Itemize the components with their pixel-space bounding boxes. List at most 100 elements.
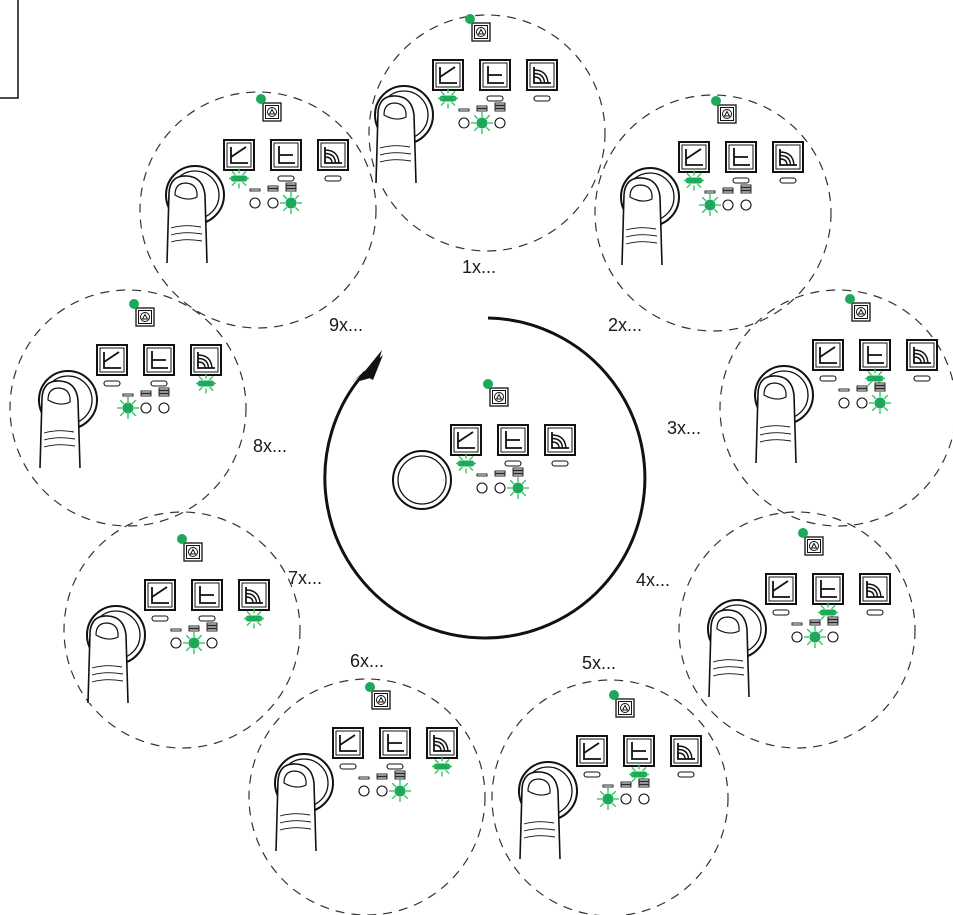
level-led — [159, 403, 169, 413]
level-led — [828, 632, 838, 642]
step-label-5: 5x... — [582, 653, 616, 673]
level-2-icon — [268, 186, 278, 208]
mode-led — [780, 178, 796, 183]
proportional-pressure-curve-icon — [224, 140, 254, 189]
constant-speed-curve-icon — [671, 736, 701, 777]
finger-press-icon — [520, 772, 560, 859]
finger-press-icon — [376, 96, 416, 183]
pump-led — [465, 14, 475, 24]
level-led — [705, 200, 715, 210]
proportional-pressure-curve-icon — [333, 728, 363, 769]
level-1-icon — [250, 189, 260, 208]
constant-speed-curve-icon — [318, 140, 348, 181]
mode-led — [552, 461, 568, 466]
step-3-dashed-circle — [720, 290, 953, 526]
press-button-icon — [393, 451, 451, 509]
proportional-pressure-curve-icon — [813, 340, 843, 381]
step-label-6: 6x... — [350, 651, 384, 671]
constant-speed-curve-icon — [239, 580, 269, 629]
mode-led — [867, 610, 883, 615]
proportional-pressure-curve-icon — [451, 425, 481, 474]
level-led — [839, 398, 849, 408]
pump-led — [609, 690, 619, 700]
mode-led — [487, 96, 503, 101]
mode-led — [914, 376, 930, 381]
frame-corner — [0, 0, 18, 98]
level-2-icon — [183, 626, 205, 654]
level-led — [171, 638, 181, 648]
constant-speed-curve-icon — [527, 60, 557, 101]
pump-icon — [263, 103, 281, 121]
control-panel — [708, 528, 890, 697]
level-1-icon — [117, 394, 139, 419]
level-2-icon — [495, 471, 505, 493]
mode-led — [152, 616, 168, 621]
pump-icon — [184, 543, 202, 561]
mode-led — [733, 178, 749, 183]
constant-pressure-curve-icon — [144, 345, 174, 386]
control-panel — [275, 682, 457, 851]
level-led — [141, 403, 151, 413]
level-2-icon — [621, 782, 631, 804]
level-3-icon — [280, 183, 302, 214]
finger-press-icon — [622, 178, 662, 265]
level-led — [603, 794, 613, 804]
constant-pressure-curve-icon — [498, 425, 528, 466]
level-led — [395, 786, 405, 796]
mode-led — [773, 610, 789, 615]
level-1-icon — [477, 474, 487, 493]
constant-speed-curve-icon — [191, 345, 221, 394]
level-1-icon — [699, 191, 721, 216]
level-3-icon — [741, 185, 751, 210]
mode-led — [584, 772, 600, 777]
level-2-icon — [804, 620, 826, 648]
pump-icon — [372, 691, 390, 709]
mode-led — [534, 96, 550, 101]
constant-speed-curve-icon — [427, 728, 457, 777]
level-led — [875, 398, 885, 408]
step-label-2: 2x... — [608, 315, 642, 335]
level-led — [810, 632, 820, 642]
constant-pressure-curve-icon — [813, 574, 843, 623]
level-1-icon — [597, 785, 619, 810]
level-3-icon — [639, 779, 649, 804]
level-led — [857, 398, 867, 408]
constant-speed-curve-icon — [907, 340, 937, 381]
step-label-8: 8x... — [253, 436, 287, 456]
level-led — [741, 200, 751, 210]
pump-icon — [852, 303, 870, 321]
pump-led — [483, 379, 493, 389]
level-1-icon — [792, 623, 802, 642]
level-3-icon — [495, 103, 505, 128]
mode-led — [151, 381, 167, 386]
level-led — [207, 638, 217, 648]
pump-icon — [472, 23, 490, 41]
constant-pressure-curve-icon — [380, 728, 410, 769]
level-led — [286, 198, 296, 208]
constant-pressure-curve-icon — [192, 580, 222, 621]
control-panel — [519, 690, 701, 859]
pump-led — [129, 299, 139, 309]
pump-led — [256, 94, 266, 104]
finger-press-icon — [276, 764, 316, 851]
step-panels — [10, 14, 953, 915]
pump-icon — [805, 537, 823, 555]
control-panel — [755, 294, 937, 463]
level-led — [359, 786, 369, 796]
constant-pressure-curve-icon — [624, 736, 654, 785]
step-label-1: 1x... — [462, 257, 496, 277]
level-3-icon — [828, 617, 838, 642]
pump-icon — [718, 105, 736, 123]
step-label-7: 7x... — [288, 568, 322, 588]
proportional-pressure-curve-icon — [433, 60, 463, 109]
mode-led — [104, 381, 120, 386]
level-led — [621, 794, 631, 804]
level-led — [723, 200, 733, 210]
mode-led — [199, 616, 215, 621]
proportional-pressure-curve-icon — [97, 345, 127, 386]
step-label-9: 9x... — [329, 315, 363, 335]
control-panel — [166, 94, 348, 263]
pump-icon — [490, 388, 508, 406]
level-2-icon — [857, 386, 867, 408]
